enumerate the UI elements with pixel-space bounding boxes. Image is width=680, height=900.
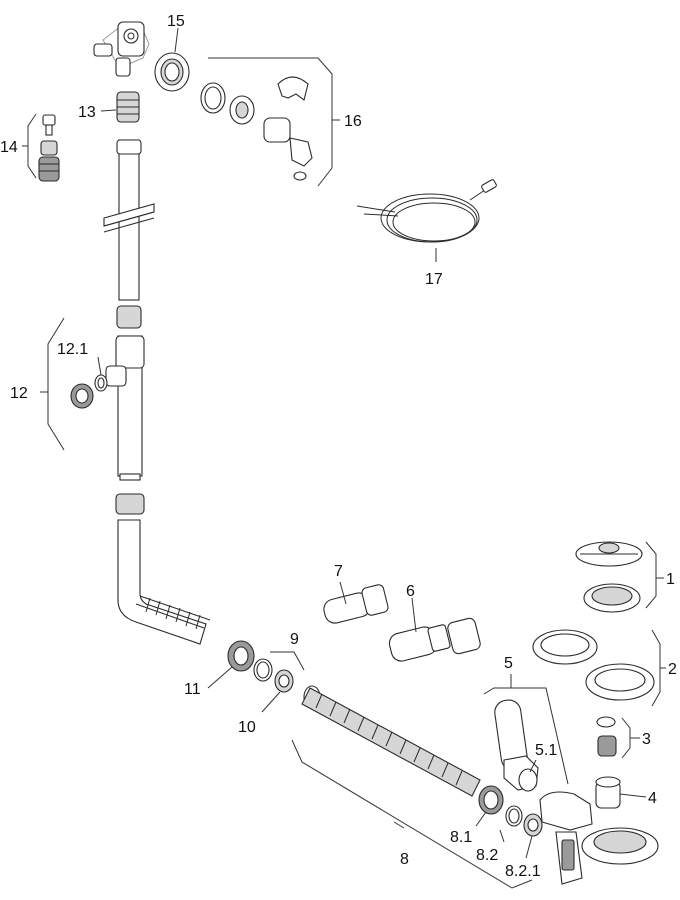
part-11-nut (227, 640, 255, 672)
part-9-ring (253, 658, 273, 682)
leader-12-1 (97, 356, 102, 376)
part-10-washer (274, 669, 294, 693)
elbow-pipe (115, 493, 211, 645)
callout-6: 6 (406, 583, 415, 600)
bracket-3 (621, 717, 640, 759)
bracket-1 (645, 541, 664, 609)
callout-12-1: 12.1 (57, 341, 88, 358)
part-7-adapter (323, 584, 389, 624)
part-12-tee-fitting (70, 335, 145, 481)
valve-body (93, 21, 150, 77)
part-8-1-nut (478, 785, 504, 815)
part-8-2-1-washer (523, 813, 543, 837)
callout-11: 11 (184, 681, 201, 698)
callout-14: 14 (0, 139, 18, 156)
part-1-drain-cover (575, 541, 643, 613)
callout-4: 4 (648, 790, 657, 807)
callout-7: 7 (334, 563, 343, 580)
main-vertical-pipe (103, 139, 155, 329)
callout-2: 2 (668, 661, 677, 678)
callout-10: 10 (238, 719, 256, 736)
part-5-1-elbow (503, 755, 539, 792)
leader-4 (619, 793, 647, 798)
callout-8: 8 (400, 851, 409, 868)
callout-3: 3 (642, 731, 651, 748)
bracket-9 (270, 651, 305, 671)
callout-15: 15 (167, 13, 185, 30)
bracket-16 (208, 57, 340, 187)
part-12-1-seal (94, 374, 108, 392)
part-4-cap (595, 776, 621, 809)
part-8-2-ring (505, 805, 523, 827)
leader-15 (174, 27, 179, 53)
part-2-seal-rings (532, 629, 655, 701)
part-13-sleeve (116, 91, 140, 123)
drain-body (539, 791, 659, 885)
bracket-8 (291, 739, 533, 889)
part-3-insert (596, 716, 617, 757)
callout-17: 17 (425, 271, 443, 288)
leader-6 (411, 597, 417, 633)
part-12-nut (70, 383, 94, 409)
part-16-assembly (200, 76, 313, 181)
bracket-8-2 (499, 829, 505, 843)
part-6-adapter (388, 617, 481, 662)
leader-10 (261, 691, 281, 713)
callout-8-2-1: 8.2.1 (505, 863, 541, 880)
part-17-cable (356, 179, 497, 262)
callout-5: 5 (504, 655, 513, 672)
leader-13 (100, 109, 117, 112)
callout-13: 13 (78, 104, 96, 121)
bracket-14 (22, 113, 37, 179)
callout-16: 16 (344, 113, 362, 130)
callout-12: 12 (10, 385, 28, 402)
callout-1: 1 (666, 571, 675, 588)
leader-8-1 (475, 811, 487, 827)
callout-8-2: 8.2 (476, 847, 498, 864)
bracket-5 (483, 674, 569, 785)
leader-11 (207, 666, 233, 689)
leader-7 (339, 581, 347, 605)
bracket-2 (651, 629, 666, 707)
bracket-12 (40, 317, 65, 451)
part-8-hose (301, 685, 481, 797)
leader-8-2-1 (525, 835, 533, 859)
leader-5-1 (529, 759, 537, 773)
callout-8-1: 8.1 (450, 829, 472, 846)
callout-5-1: 5.1 (535, 742, 557, 759)
part-14-screw-and-coupling (38, 114, 60, 182)
callout-9: 9 (290, 631, 299, 648)
part-15-nut-ring (154, 52, 190, 92)
